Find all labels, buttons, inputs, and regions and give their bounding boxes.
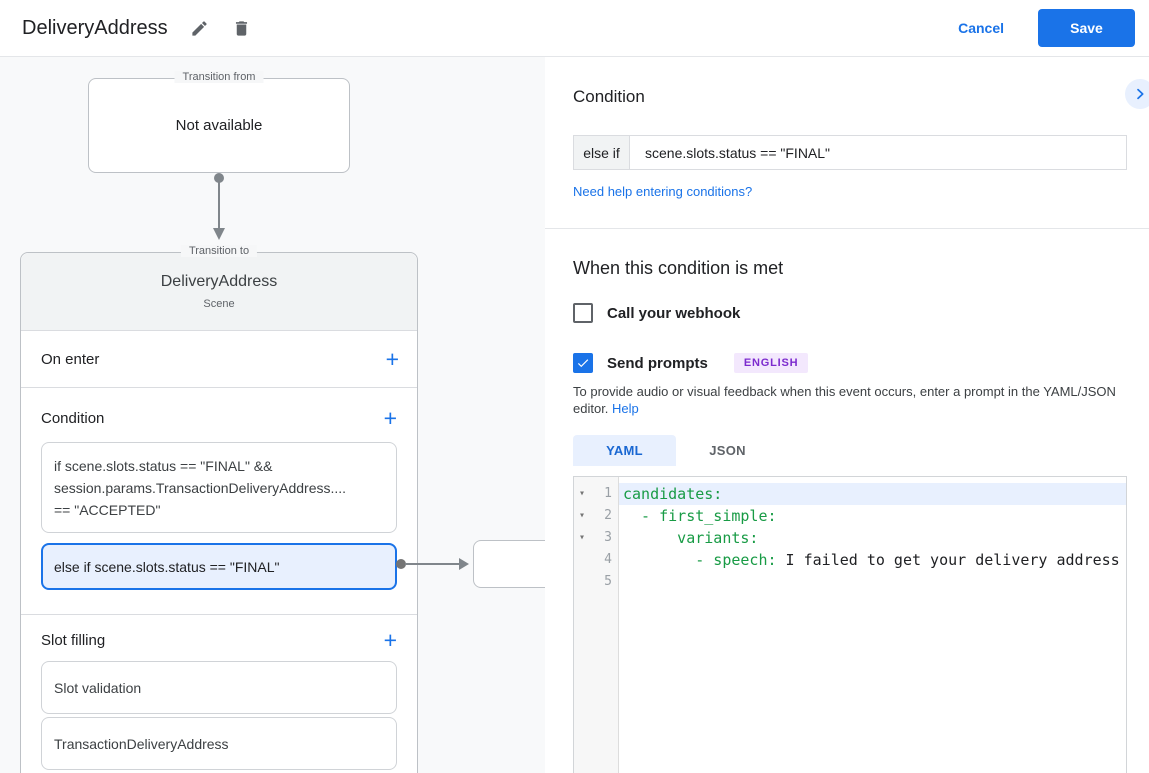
line-number: 1 — [604, 486, 612, 501]
webhook-row: Call your webhook — [573, 302, 1149, 324]
code-line: - first_simple: — [619, 505, 1126, 527]
slot-filling-section: Slot filling + Slot validation Transacti… — [21, 615, 417, 773]
slot-item[interactable]: Slot validation — [41, 661, 397, 714]
line-number: 5 — [604, 574, 612, 589]
page-title: DeliveryAddress — [22, 16, 168, 39]
yaml-value: I failed to get your delivery address — [776, 551, 1120, 569]
language-badge: ENGLISH — [733, 353, 809, 373]
connector-dot — [396, 559, 406, 569]
transition-from-box[interactable]: Transition from Not available — [88, 71, 350, 173]
scene-card-subtitle: Scene — [203, 298, 235, 310]
fold-icon[interactable]: ▾ — [578, 488, 586, 499]
slot-item[interactable]: TransactionDeliveryAddress — [41, 717, 397, 770]
chevron-right-icon — [1137, 88, 1144, 100]
condition-section: Condition + if scene.slots.status == "FI… — [21, 388, 417, 615]
panel-heading: Condition — [573, 87, 645, 106]
yaml-key: candidates: — [623, 485, 723, 503]
cancel-button[interactable]: Cancel — [942, 11, 1020, 45]
flow-arrow-line — [218, 178, 220, 229]
condition-expression-row: else if scene.slots.status == "FINAL" — [573, 135, 1127, 170]
connector-line — [405, 563, 459, 565]
code-line: candidates: — [619, 483, 1126, 505]
section-divider — [545, 228, 1149, 229]
tab-json[interactable]: JSON — [709, 443, 746, 458]
yaml-key: variants: — [623, 529, 759, 547]
transition-from-value: Not available — [175, 117, 263, 134]
code-line: - speech: I failed to get your delivery … — [619, 549, 1126, 571]
send-prompts-row: Send prompts ENGLISH — [573, 352, 1149, 374]
on-enter-label: On enter — [41, 350, 100, 368]
when-condition-heading: When this condition is met — [573, 258, 784, 278]
condition-prefix: else if — [574, 136, 630, 169]
scene-card-header[interactable]: DeliveryAddress Scene — [21, 253, 417, 331]
send-prompts-checkbox[interactable] — [573, 353, 593, 373]
edit-icon[interactable] — [190, 18, 210, 38]
save-button[interactable]: Save — [1038, 9, 1135, 47]
delete-icon[interactable] — [232, 18, 252, 38]
editor-gutter: ▾ 1 ▾ 2 ▾ 3 4 5 — [574, 477, 619, 773]
connector-arrow-head — [459, 558, 469, 570]
editor-code-area[interactable]: candidates: - first_simple: variants: - … — [619, 477, 1126, 773]
scene-card: Transition to DeliveryAddress Scene On e… — [20, 245, 418, 773]
checkmark-icon — [577, 359, 589, 368]
line-number: 3 — [604, 530, 612, 545]
tab-yaml[interactable]: YAML — [573, 435, 676, 466]
transition-from-legend: Transition from — [174, 71, 264, 83]
condition-help-link[interactable]: Need help entering conditions? — [573, 184, 753, 199]
call-webhook-label: Call your webhook — [607, 304, 741, 322]
yaml-key: - first_simple: — [623, 507, 777, 525]
line-number: 2 — [604, 508, 612, 523]
slot-filling-label: Slot filling — [41, 631, 106, 649]
add-slot-icon[interactable]: + — [383, 627, 397, 653]
flow-arrow-head — [213, 228, 225, 240]
send-prompts-label: Send prompts — [607, 354, 708, 372]
prompt-description-text: To provide audio or visual feedback when… — [573, 384, 1116, 416]
transition-target-box[interactable] — [473, 540, 545, 588]
condition-section-label: Condition — [41, 409, 105, 427]
call-webhook-checkbox[interactable] — [573, 303, 593, 323]
scene-card-title: DeliveryAddress — [160, 273, 278, 290]
on-enter-section[interactable]: On enter + — [21, 331, 417, 388]
editor-tabs: YAML JSON — [573, 435, 1149, 466]
fold-icon[interactable]: ▾ — [578, 532, 586, 543]
flow-diagram-panel: Transition from Not available Transition… — [0, 57, 545, 773]
condition-expression-input[interactable]: scene.slots.status == "FINAL" — [645, 144, 831, 161]
yaml-code-editor[interactable]: ▾ 1 ▾ 2 ▾ 3 4 5 candidates: - first_simple:… — [573, 476, 1127, 773]
code-line — [619, 571, 1126, 593]
prompt-description: To provide audio or visual feedback when… — [573, 383, 1124, 417]
line-number: 4 — [604, 552, 612, 567]
condition-item-selected[interactable]: else if scene.slots.status == "FINAL" — [41, 543, 397, 590]
add-condition-icon[interactable]: + — [383, 405, 397, 431]
help-link[interactable]: Help — [612, 401, 639, 416]
code-line: variants: — [619, 527, 1126, 549]
condition-detail-panel: Condition else if scene.slots.status == … — [545, 57, 1149, 773]
add-on-enter-icon[interactable]: + — [385, 346, 399, 372]
collapse-panel-button[interactable] — [1125, 79, 1149, 109]
yaml-key: - speech: — [623, 551, 777, 569]
title-actions — [190, 18, 252, 38]
fold-icon[interactable]: ▾ — [578, 510, 586, 521]
transition-to-legend: Transition to — [180, 245, 258, 257]
top-bar: DeliveryAddress Cancel Save — [0, 0, 1149, 57]
condition-item[interactable]: if scene.slots.status == "FINAL" && sess… — [41, 442, 397, 533]
